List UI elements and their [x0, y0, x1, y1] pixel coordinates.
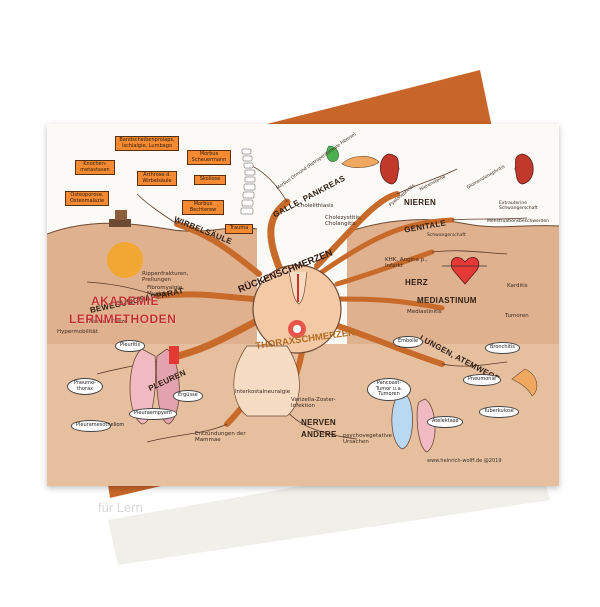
label-morbus-tietze: Morbus Tietze: [89, 319, 128, 325]
branch-nieren: NIEREN: [404, 198, 437, 207]
label-hypermobilitaet: Hypermobilität: [57, 329, 98, 335]
label-tumoren: Tumoren: [505, 313, 529, 319]
box-knochenmetastasen: Knochen-metastasen: [75, 160, 115, 175]
logo-line1: AKADEMIE: [91, 294, 160, 308]
label-entzuendungen: Entzündungen der Mammae: [195, 431, 246, 443]
bubble-pleuramesotheliom: Pleuramesotheliom: [71, 420, 124, 432]
branch-nerven: NERVEN: [301, 418, 336, 427]
bubble-ergusse: Ergüsse: [173, 390, 203, 402]
box-bandscheibenprolaps: Bandscheibenprolaps, Ischialgie, Lumbago: [115, 136, 179, 151]
branch-andere: ANDERE: [301, 430, 337, 439]
bubble-embolie: Embolie: [393, 336, 424, 348]
label-menstruation: Menstruationsbeschwerden: [487, 219, 550, 224]
bubble-tuberkulose: Tuberkulose: [479, 406, 519, 418]
label-fibromyalgie: Fibromyalgie, Myalgie: [147, 285, 184, 297]
label-varizella: Varizella-Zoster-Infektion: [291, 397, 336, 409]
branch-herz: HERZ: [405, 278, 428, 287]
label-mediastinitis: Mediastinitis: [407, 309, 442, 315]
box-arthrose: Arthrose d. Wirbelsäule: [137, 171, 177, 186]
mindmap-artwork: [47, 145, 559, 486]
bubble-bronchitis: Bronchitis: [485, 342, 520, 354]
label-extrauterine: Extrauterine Schwangerschaft: [499, 201, 538, 211]
label-interkostal: Interkostalneuralgie: [235, 389, 291, 395]
label-khk: KHK, Angina p., Infarkt: [385, 257, 428, 269]
label-karditis: Karditis: [507, 283, 528, 289]
logo-line2: LERNMETHODEN: [69, 312, 177, 326]
bubble-pancoast: Pancoast-Tumor u.a. Tumoren: [367, 378, 411, 401]
footer-credit: www.heinrich-wolff.de @2019: [427, 458, 502, 464]
box-skoliose: Skoliose: [194, 175, 226, 185]
bubble-atelektase: Atelektase: [427, 416, 464, 428]
bubble-pneumonie: Pneumonie: [463, 374, 501, 386]
label-cholelithiasis: Cholelithiasis: [297, 203, 334, 209]
box-morbus-scheuermann: Morbus Scheuermann: [187, 150, 231, 165]
mindmap-card: Bandscheibenprolaps, Ischialgie, Lumbago…: [47, 124, 559, 486]
bubble-pleuraempyem: Pleuraempyem: [129, 408, 177, 420]
box-osteoporose: Osteoporose, Osteomalazie: [65, 191, 109, 206]
label-cholezystitis: Cholezystitis, Cholangitis: [325, 215, 362, 227]
box-trauma: Trauma: [225, 224, 253, 234]
branch-mediastinum: MEDIASTINUM: [417, 296, 477, 305]
label-psychovegetative: psychovegetative Ursachen: [343, 433, 392, 445]
back-card-text: für Lern: [98, 500, 143, 515]
bubble-pneumothorax: Pneumo-thorax: [67, 378, 103, 395]
label-rippenfrakturen: Rippenfrakturen, Prellungen: [142, 271, 189, 283]
box-morbus-bechterew: Morbus Bechterew: [182, 200, 224, 215]
label-schwangerschaft: Schwangerschaft: [427, 233, 466, 238]
bubble-pleuritis: Pleuritis: [115, 340, 146, 352]
